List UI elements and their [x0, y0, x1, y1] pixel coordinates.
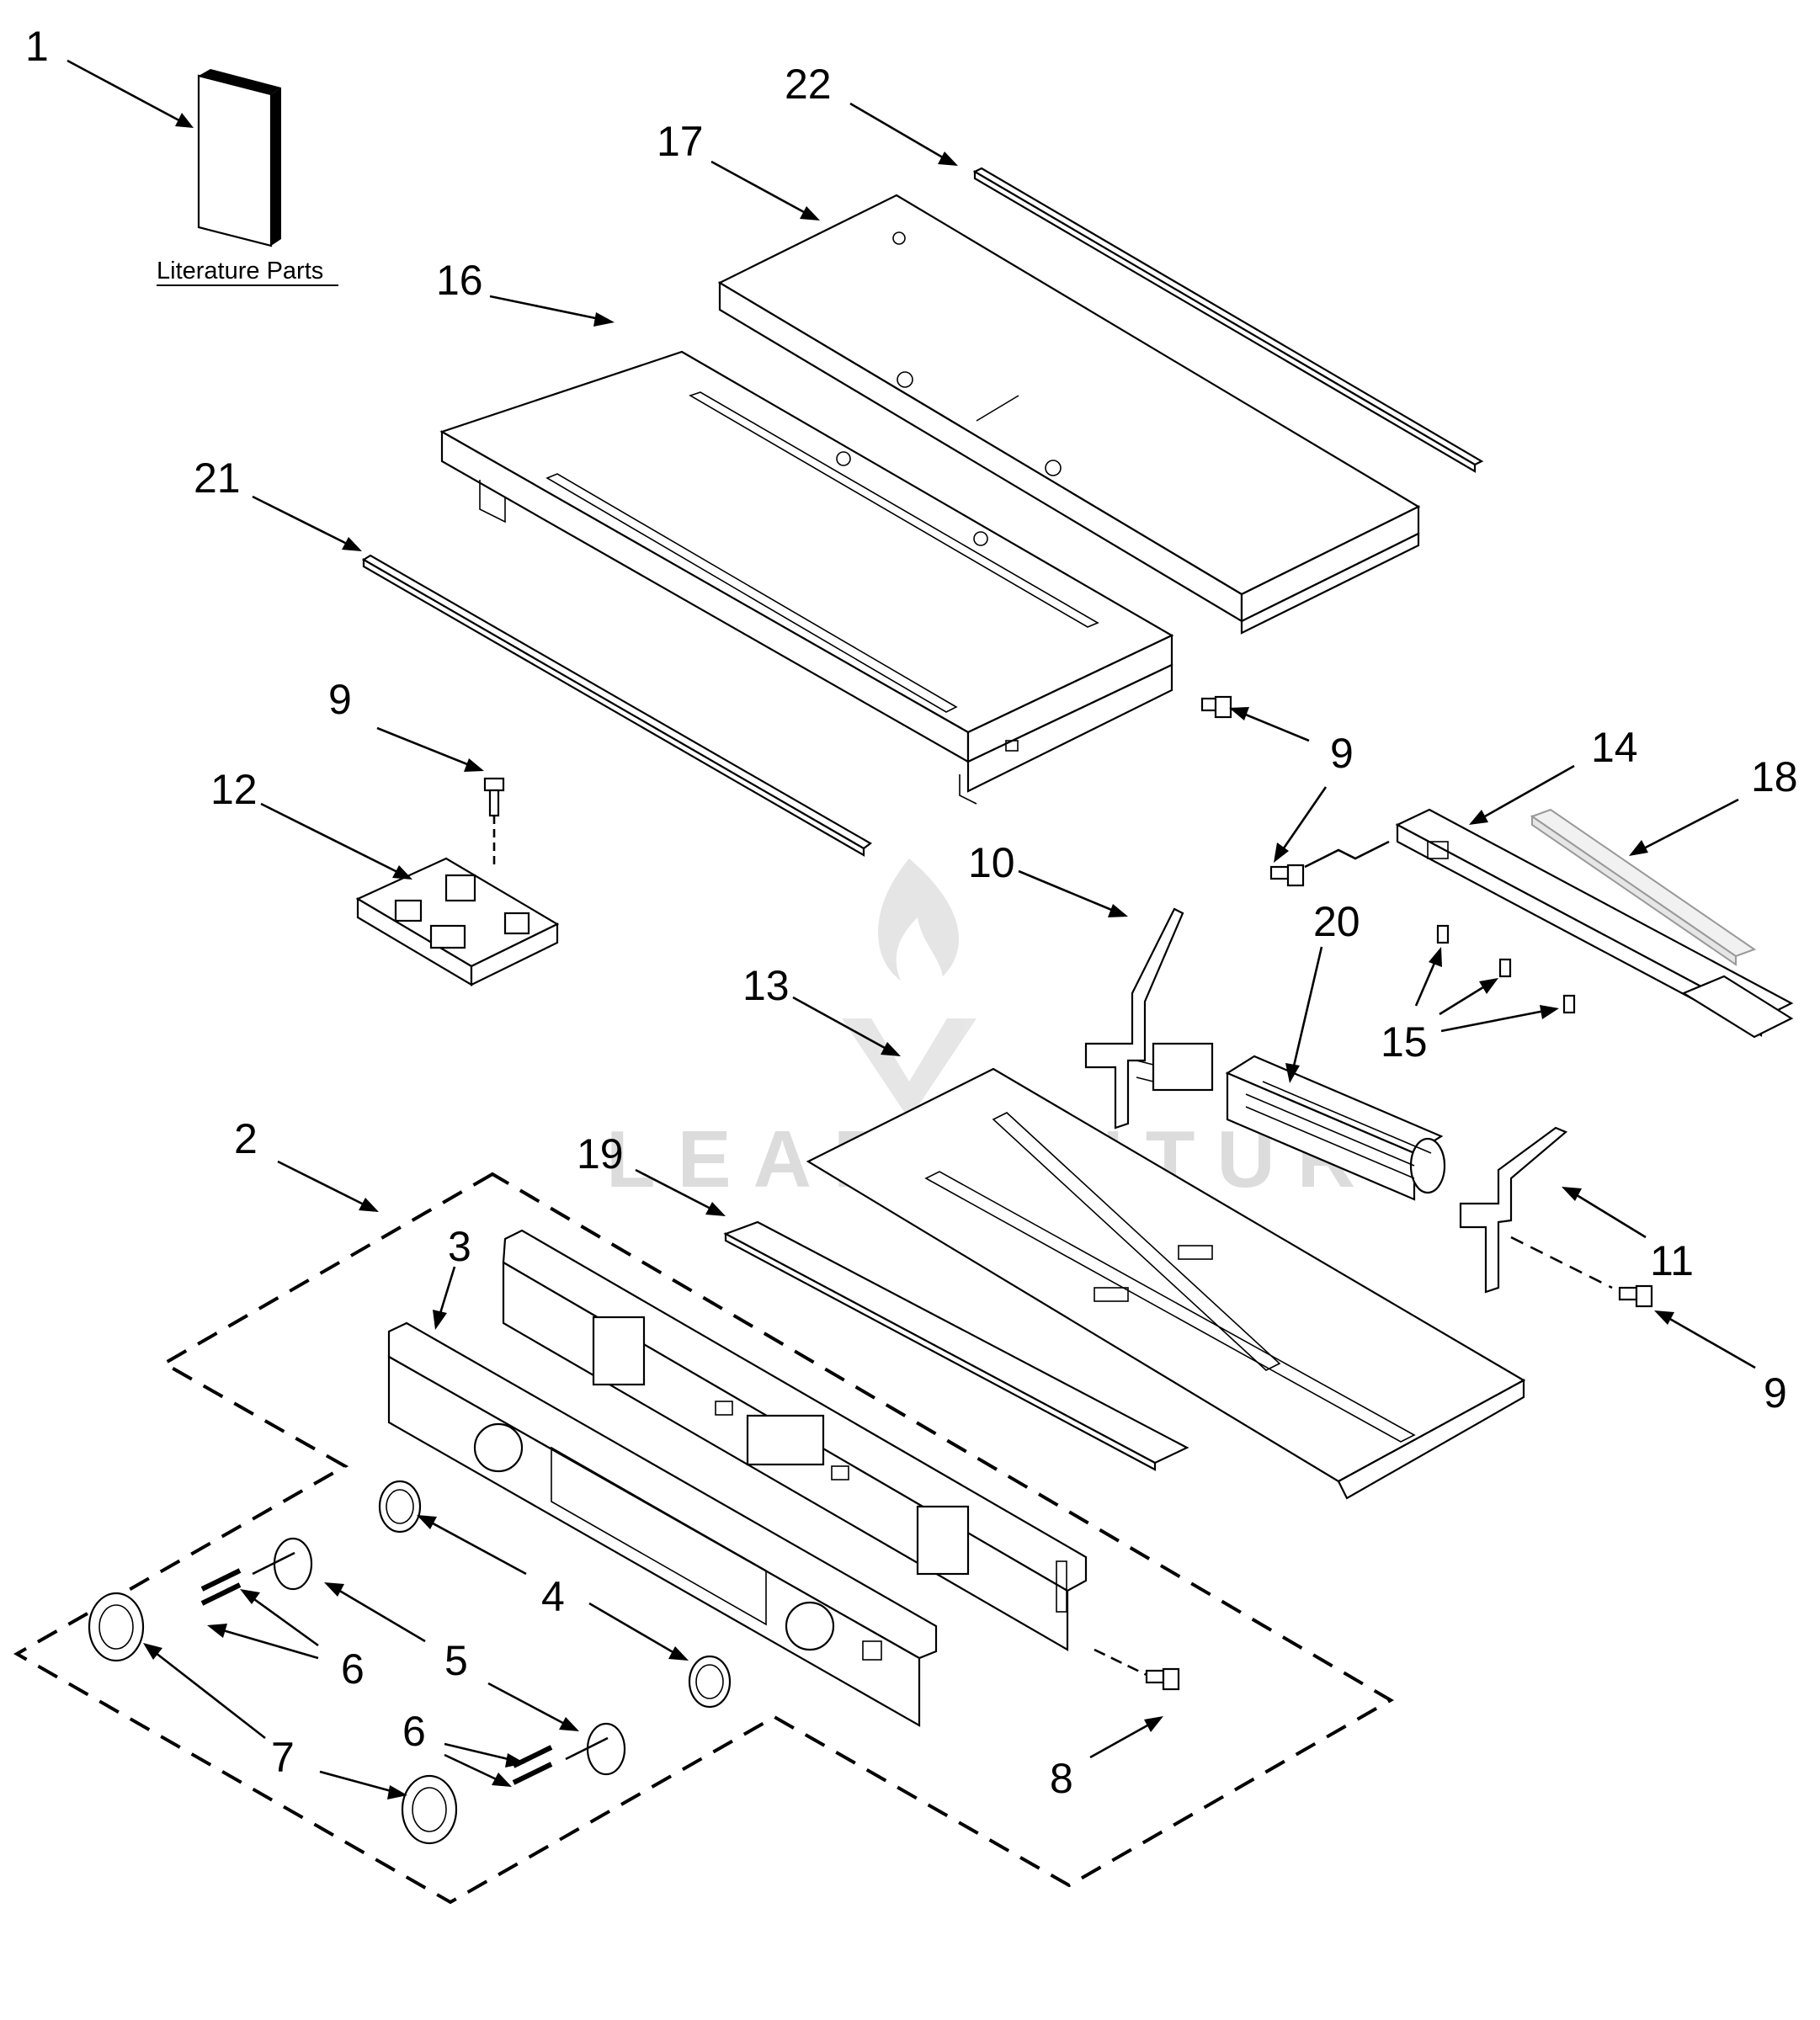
- control-panel-glass-part: [387, 1321, 938, 1727]
- callout-5: 5: [444, 1637, 468, 1684]
- callout-16: 16: [436, 257, 483, 304]
- callout-6b: 6: [402, 1708, 426, 1755]
- watermark-flame-icon: [878, 858, 960, 981]
- gasket-part: [723, 1220, 1189, 1471]
- leader-lines: [67, 59, 1756, 1799]
- callout-9c: 9: [1764, 1369, 1787, 1417]
- pin-icon: [1498, 958, 1512, 978]
- assembly-outline: [13, 1172, 1394, 1905]
- callout-7: 7: [271, 1734, 295, 1781]
- screw-icon: [1618, 1284, 1653, 1308]
- top-channel-part: [972, 167, 1484, 473]
- literature-booklet-icon: [197, 69, 281, 247]
- callout-13: 13: [742, 962, 790, 1009]
- callout-labels: 1 2 3 4 5 6 6 7 8 9 9 9 10 11 12 13 14 1…: [25, 23, 1798, 1802]
- callout-11: 11: [1650, 1237, 1694, 1284]
- callout-19: 19: [577, 1130, 624, 1177]
- interior-panel-part: [806, 1067, 1526, 1500]
- blower-fan-part: [1136, 1042, 1446, 1201]
- small-screw-icon: [512, 1745, 553, 1785]
- encoder-icon: [252, 1537, 313, 1591]
- screw-icon: [1269, 840, 1390, 887]
- knob-ring-icon: [688, 1655, 732, 1709]
- rear-panel-part: [502, 1229, 1088, 1651]
- left-side-bracket-part: [1084, 907, 1184, 1130]
- right-side-bracket-part: [1459, 1126, 1613, 1294]
- control-board-part: [355, 857, 560, 986]
- callout-15: 15: [1381, 1018, 1428, 1066]
- pin-icon: [1436, 924, 1450, 944]
- callout-14: 14: [1591, 724, 1638, 771]
- callout-20: 20: [1313, 898, 1360, 945]
- screw-icon: [1200, 695, 1232, 719]
- mounting-bracket-part: [1395, 808, 1794, 1039]
- callout-1: 1: [25, 23, 49, 70]
- knob-icon: [401, 1774, 458, 1845]
- callout-8: 8: [1050, 1755, 1073, 1802]
- callout-6a: 6: [341, 1645, 365, 1693]
- encoder-icon: [565, 1722, 626, 1776]
- callout-12: 12: [210, 766, 258, 813]
- callout-2: 2: [234, 1115, 258, 1162]
- top-cover-part: [717, 194, 1421, 635]
- callout-22: 22: [785, 61, 832, 108]
- callout-3: 3: [448, 1223, 471, 1270]
- callout-21: 21: [194, 454, 241, 502]
- panel-screw-icon: [1094, 1648, 1180, 1691]
- chassis-part: [439, 350, 1174, 805]
- callout-10: 10: [968, 839, 1015, 886]
- callout-17: 17: [657, 118, 704, 165]
- callout-9a: 9: [328, 676, 352, 723]
- small-screw-icon: [200, 1568, 242, 1606]
- literature-parts-label: Literature Parts: [157, 258, 323, 284]
- knob-ring-icon: [378, 1480, 422, 1534]
- insulation-strip-part: [1530, 808, 1757, 966]
- pin-icon: [1562, 994, 1576, 1014]
- callout-9b: 9: [1330, 730, 1354, 777]
- knob-icon: [88, 1592, 145, 1662]
- front-channel-part: [361, 554, 872, 857]
- callout-18: 18: [1751, 753, 1798, 800]
- screw-icon: [483, 777, 505, 867]
- callout-4: 4: [541, 1573, 565, 1620]
